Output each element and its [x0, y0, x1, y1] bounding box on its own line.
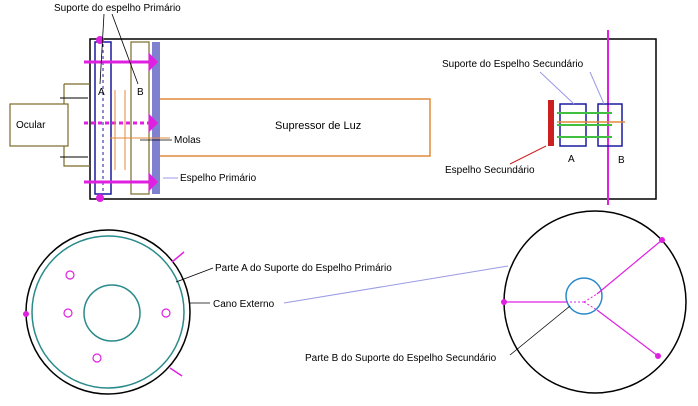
secondary-inner-circle [565, 277, 603, 315]
bottom-mount-dot [96, 194, 104, 202]
parte-b-leader [509, 305, 571, 356]
secondary-support-front-view: Parte B do Suporte do Espelho Secundário [305, 210, 687, 394]
main-tube [89, 38, 657, 200]
vane-end-top [659, 237, 665, 243]
spider-vanes [504, 239, 663, 357]
focuser-bracket [63, 83, 90, 167]
secondary-mirror [548, 100, 554, 146]
suporte-primario-leader-a [99, 13, 105, 85]
supressor-label: Supressor de Luz [275, 120, 361, 132]
spider-vanes-dashed [566, 293, 598, 311]
part-a-top-label: A [98, 87, 105, 98]
ocular-label: Ocular [16, 120, 46, 131]
primary-support-part-b [130, 41, 150, 195]
inner-circle [83, 284, 141, 342]
suporte-secundario-leader-a [539, 71, 575, 105]
cano-externo-leader-right [283, 265, 509, 304]
parte-a-label: Parte A do Suporte do Espelho Primário [215, 263, 392, 274]
cano-externo-label: Cano Externo [213, 299, 275, 310]
suporte-secundario-leader-b [589, 71, 605, 105]
suporte-primario-label: Suporte do espelho Primário [54, 3, 181, 14]
telescope-side-view: Ocular Supressor de Luz [9, 3, 657, 205]
ocular-body [9, 103, 69, 147]
mount-tick-bottom [169, 367, 183, 377]
molas-label: Molas [174, 135, 201, 146]
primary-screw-holes [63, 270, 171, 363]
mount-tick-top [171, 251, 185, 263]
primary-support-front-view: Parte A do Suporte do Espelho Primário C… [23, 229, 509, 395]
secondary-bars [557, 112, 612, 138]
springs [110, 90, 170, 170]
suporte-secundario-label: Suporte do Espelho Secundário [442, 59, 584, 70]
part-b-top-label: B [137, 87, 144, 98]
left-mount-dot [23, 311, 29, 317]
espelho-primario-label: Espelho Primário [180, 173, 257, 184]
espelho-secundario-label: Espelho Secundário [445, 165, 535, 176]
part-a-ring [31, 235, 185, 389]
primary-mirror [152, 42, 160, 194]
support-screws [84, 52, 159, 192]
espelho-secundario-arrow [509, 145, 547, 165]
parte-a-leader [175, 267, 214, 283]
vane-end-bottom [655, 353, 661, 359]
suporte-primario-leader-b [111, 13, 139, 85]
parte-b-label: Parte B do Suporte do Espelho Secundário [305, 353, 497, 364]
part-a-sec-label: A [568, 154, 575, 165]
outer-tube-circle [25, 229, 191, 395]
vane-end-left [501, 299, 507, 305]
part-b-sec-label: B [618, 155, 625, 166]
